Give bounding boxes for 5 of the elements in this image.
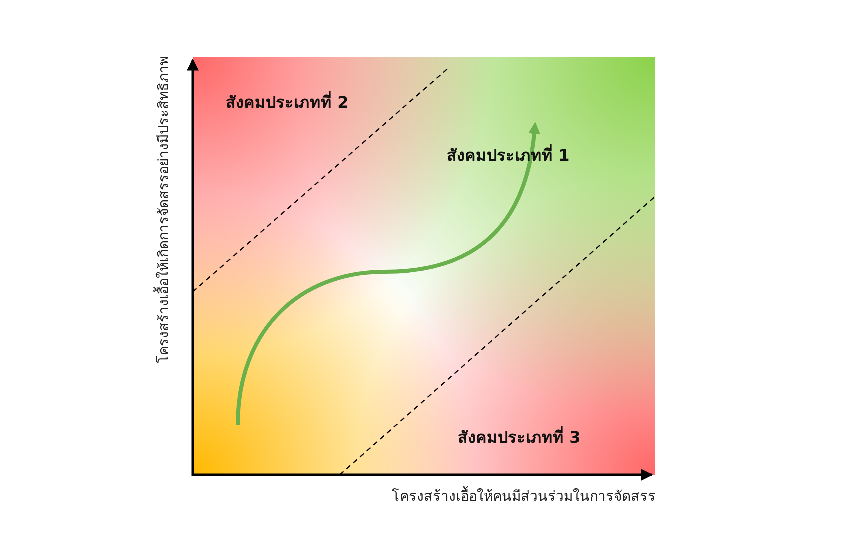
region-label: สังคมประเภทที่ 3: [458, 425, 581, 449]
axis-title: โครงสร้างเอื้อให้เกิดการจัดสรรอย่างมีประสิทธิภาพ: [152, 56, 174, 364]
axis-title: โครงสร้างเอื้อให้คนมีส่วนร่วมในการจัดสรร: [392, 485, 656, 507]
region-label: สังคมประเภทที่ 1: [447, 143, 570, 167]
region-label: สังคมประเภทที่ 2: [226, 90, 349, 114]
